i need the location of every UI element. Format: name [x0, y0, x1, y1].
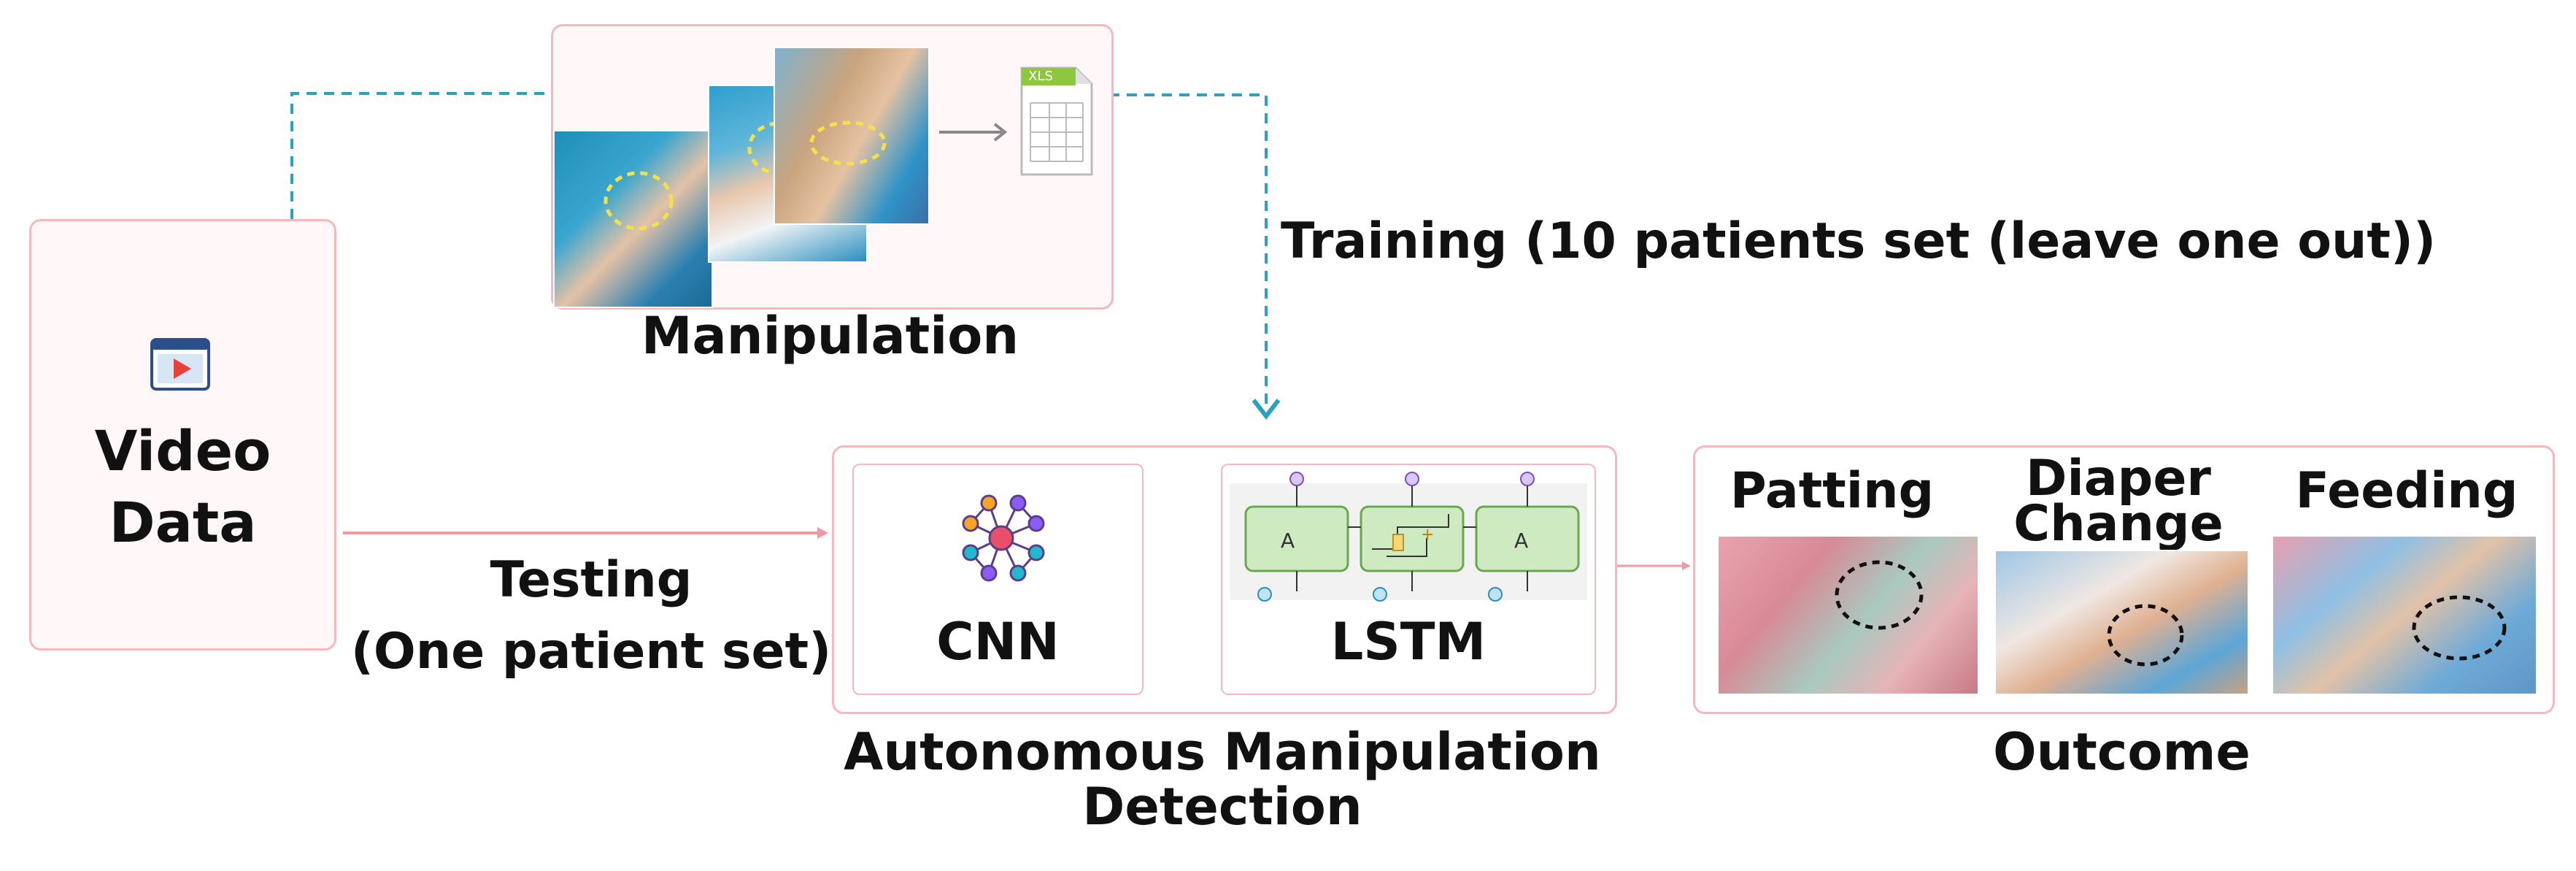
detection-ellipse-icon	[1835, 560, 1924, 630]
video-file-icon	[150, 338, 210, 391]
lstm-box: + A A LSTM	[1221, 464, 1596, 695]
outcome-photo-patting	[1717, 535, 1979, 695]
detection-panel: CNN +	[832, 445, 1617, 714]
detection-title-line1: Autonomous Manipulation	[844, 722, 1601, 782]
video-data-panel: Video Data	[29, 219, 336, 651]
cnn-label: CNN	[936, 612, 1060, 672]
manipulation-photo-1	[553, 130, 713, 308]
video-data-title-line2: Data	[109, 490, 257, 555]
detection-ellipse-icon	[2107, 604, 2184, 667]
outcome-panel: Patting Diaper Change Feeding	[1693, 445, 2555, 714]
annotation-ellipse-icon	[603, 171, 674, 231]
outcome-item-label-patting: Patting	[1729, 462, 1935, 520]
manipulation-panel: XLS	[551, 24, 1114, 310]
outcome-item-label-change: Change	[2013, 495, 2224, 553]
detection-to-outcome-arrowhead-icon	[1682, 561, 1691, 570]
outcome-title: Outcome	[1993, 722, 2251, 782]
outcome-item-label-feeding: Feeding	[2295, 462, 2518, 520]
testing-label-line2: (One patient set)	[350, 623, 832, 680]
lstm-label: LSTM	[1330, 612, 1486, 672]
dashed-connector-video-to-manipulation	[290, 92, 551, 219]
detection-title-line2: Detection	[1082, 777, 1362, 837]
manipulation-label: Manipulation	[641, 306, 1019, 366]
testing-arrowhead-icon	[817, 527, 828, 539]
training-label: Training (10 patients set (leave one out…	[1281, 212, 2437, 270]
cnn-box: CNN	[852, 464, 1144, 695]
video-data-title-line1: Video	[94, 418, 271, 483]
annotation-ellipse-icon	[809, 120, 887, 166]
dashed-training-arrow	[1109, 93, 1268, 409]
lstm-cell-left	[1244, 505, 1349, 572]
manipulation-photo-3	[774, 47, 930, 225]
outcome-item-label-diaper: Diaper	[2026, 450, 2211, 507]
spreadsheet-badge: XLS	[1028, 69, 1053, 84]
outcome-photo-diaper-change	[1994, 550, 2249, 695]
photo-to-sheet-arrow-icon	[939, 123, 1008, 142]
neural-network-icon	[962, 494, 1045, 582]
outcome-photo-feeding	[2272, 535, 2537, 695]
svg-text:+: +	[1421, 526, 1434, 544]
training-arrowhead-icon	[1252, 399, 1281, 420]
lstm-cell-a-label: A	[1281, 529, 1295, 553]
lstm-diagram: + A A	[1230, 472, 1587, 602]
lstm-cell-b-label: A	[1514, 529, 1528, 553]
spreadsheet-icon	[1020, 66, 1093, 176]
detection-ellipse-icon	[2412, 595, 2507, 661]
testing-label-line1: Testing	[490, 551, 693, 609]
